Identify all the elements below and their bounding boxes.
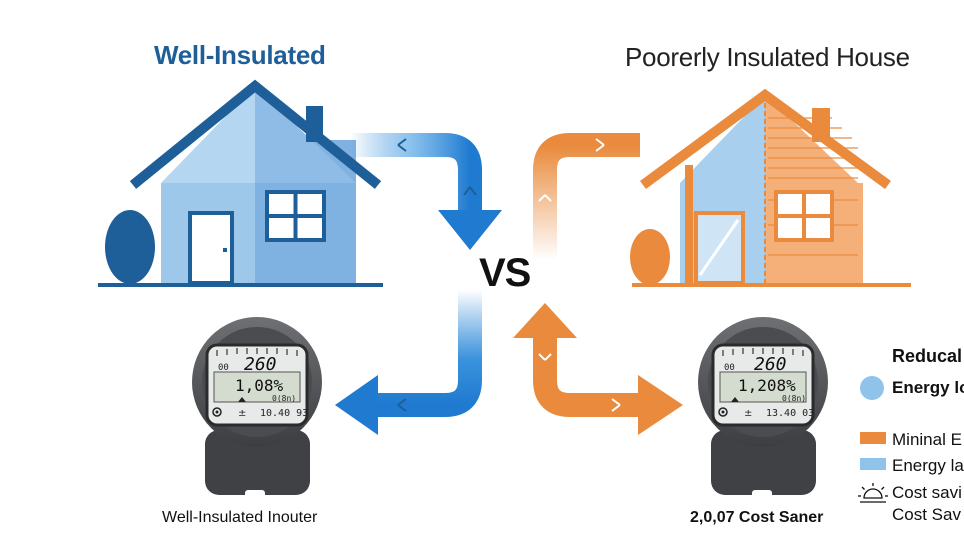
arrow-left-icon xyxy=(335,375,378,435)
meter-top-reading: 260 xyxy=(754,354,787,375)
right-energy-meter: ± 00 260 1,208% 0(8n) 13.40 03 xyxy=(698,317,828,498)
poorly-insulated-title: Poorerly Insulated House xyxy=(625,42,910,72)
legend-minimal-swatch xyxy=(860,432,886,444)
well-insulated-title: Well-Insulated xyxy=(154,40,326,70)
legend-item-energy-lo: Energy lo xyxy=(892,378,964,397)
meter-bottom-reading: 13.40 03 xyxy=(766,408,814,419)
poorly-insulated-house xyxy=(630,88,911,287)
arrow-up-icon xyxy=(513,303,577,338)
svg-text:±: ± xyxy=(744,408,752,419)
well-insulated-house xyxy=(98,79,383,287)
left-energy-meter: ± 00 260 1,08% 0(8n) 10.40 93 xyxy=(192,317,322,498)
meter-small-reading: 0(8n) xyxy=(782,394,806,403)
legend-energy-la-swatch xyxy=(860,458,886,470)
legend-swatches xyxy=(858,376,888,503)
legend-item-cost-savi: Cost savi xyxy=(892,483,962,502)
right-meter-caption: 2,0,07 Cost Saner xyxy=(690,509,824,526)
legend-energy-swatch xyxy=(860,376,884,400)
legend-item-cost-sav: Cost Sav xyxy=(892,505,961,524)
meter-label-00: 00 xyxy=(218,363,229,373)
blue-flow-arrows xyxy=(335,133,502,435)
svg-text:±: ± xyxy=(238,408,246,419)
legend-title: Reducal xyxy=(892,346,963,366)
vs-label: VS xyxy=(479,251,531,295)
meter-top-reading: 260 xyxy=(244,354,277,375)
arrow-right-icon xyxy=(638,375,683,435)
meter-middle-reading: 1,08% xyxy=(235,376,284,395)
meter-small-reading: 0(8n) xyxy=(272,394,296,403)
meter-label-00: 00 xyxy=(724,363,735,373)
arrow-down-icon xyxy=(438,210,502,250)
orange-flow-arrows xyxy=(513,133,683,435)
sun-icon xyxy=(858,483,888,503)
legend-item-minimal: Mininal E xyxy=(892,430,962,449)
legend-item-energy-la: Energy la xyxy=(892,456,964,475)
left-meter-caption: Well-Insulated Inouter xyxy=(162,509,318,526)
meter-middle-reading: 1,208% xyxy=(738,376,796,395)
meter-bottom-reading: 10.40 93 xyxy=(260,408,308,419)
